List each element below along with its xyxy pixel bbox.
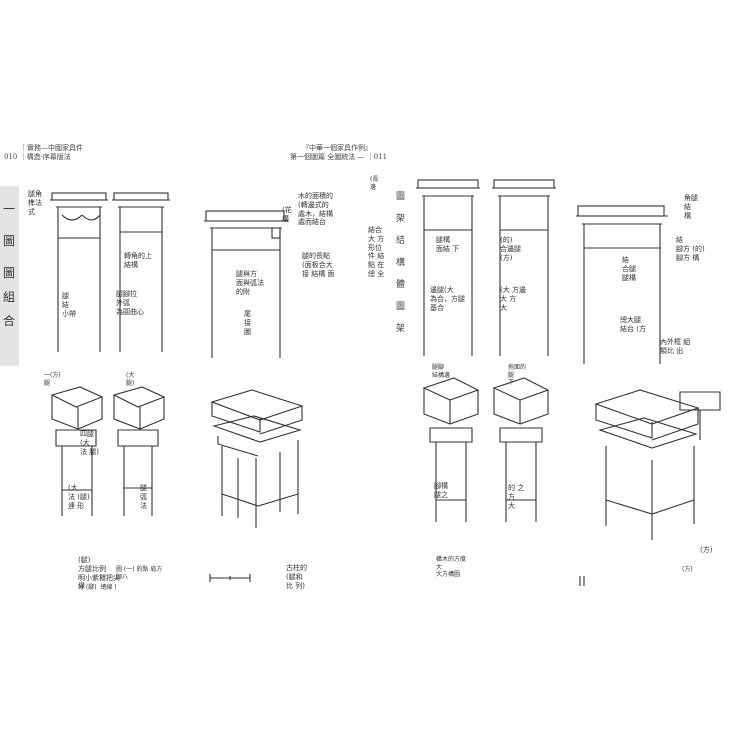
- note: 內外框 組 類比 出: [660, 338, 691, 355]
- left-bottom-table-perspective: [210, 389, 304, 528]
- note: 四腿 (大 法 腿): [80, 430, 99, 456]
- column-char: 架: [396, 324, 406, 334]
- left-bottom-detail-2: [112, 386, 166, 516]
- note: 腳構 腿之: [434, 482, 448, 499]
- left-top-table-2: [112, 192, 170, 352]
- note: 總大腿 結台 (方: [620, 316, 646, 333]
- note: 圖 (一) 的點 肩方 腳八: [116, 566, 163, 581]
- sidebar-label: 合: [3, 314, 16, 328]
- right-character-column: 圖 架 結 構 體 圖 架: [396, 186, 410, 340]
- sidebar-label: 圖: [3, 266, 16, 280]
- note: 邊腿(大 為合，方腿 基合: [430, 286, 465, 312]
- running-head-right-1: 『中華一個家具作例』: [302, 144, 372, 152]
- right-top-table-1: [416, 179, 480, 356]
- note: 尾 接 圖: [244, 310, 251, 336]
- note: (方): [700, 546, 713, 554]
- column-char: 圖: [396, 192, 406, 202]
- column-char: 體: [396, 280, 406, 290]
- note: 的 之 方 大: [508, 484, 525, 510]
- sidebar-label: 圖: [3, 234, 16, 248]
- note: 腿構 面結 下: [436, 236, 460, 253]
- note: 腿腳拉 外弧 為圓曲心: [116, 290, 144, 316]
- note: (長 邊: [370, 176, 379, 191]
- column-char: 圖: [396, 302, 406, 312]
- note: 腿腳 結構邊: [432, 364, 451, 379]
- sidebar-label: 組: [3, 290, 16, 304]
- note: (花 構: [282, 206, 292, 223]
- note: 一(方) 腿: [44, 372, 61, 387]
- right-bottom-detail-1: [422, 377, 480, 522]
- note: 腿與方 面與弧法 的附: [236, 270, 264, 296]
- column-char: 架: [396, 214, 406, 224]
- left-top-table-1: [50, 192, 108, 352]
- note: 古柱的 (腿和 比 列): [286, 564, 307, 590]
- note: (大 腿): [126, 372, 135, 387]
- right-bottom-table-perspective: [594, 389, 721, 540]
- sidebar-label: 一: [3, 202, 16, 216]
- right-small-detail: [579, 576, 585, 586]
- note: (大 法 (腿) 連 形: [68, 484, 90, 510]
- note: 橫木的方度 大 大方構圖: [436, 556, 467, 578]
- running-head-left-1: ｜實務—中國家具件: [20, 144, 83, 152]
- left-bottom-detail-1: [50, 386, 104, 516]
- chapter-sidebar: 一 圖 圖 組 合: [0, 186, 19, 366]
- note: 結合 大 方 形位 件 結 點 在 總 全: [368, 226, 385, 278]
- running-head-left-2: 010 ｜構造·序幕版法: [4, 153, 71, 161]
- right-top-table-2: [492, 179, 556, 356]
- note: 結 合腿 腿構: [622, 256, 636, 282]
- note: (方): [682, 566, 693, 573]
- note: 腿 弧 法: [140, 484, 147, 510]
- note: 腿 結 小帶: [62, 292, 76, 318]
- note: (的) 合邊腿 (方): [500, 236, 521, 262]
- right-top-table-3: [576, 205, 668, 364]
- column-char: 構: [396, 258, 406, 268]
- note: 角腿 結 構: [684, 194, 698, 220]
- left-top-table-3: [204, 210, 288, 358]
- column-char: 結: [396, 236, 406, 246]
- note: 轉角的上 結構: [124, 252, 152, 269]
- note: 結 腳方 (的) 腳方 構: [676, 236, 705, 262]
- note: (大 方邊 大 方 大: [500, 286, 526, 312]
- running-head-right-2: 第一個圖篇 全圖統法 — ｜011: [290, 153, 388, 161]
- note: 分 (腳) 總線 ): [78, 584, 117, 591]
- left-scale-bar: [209, 574, 251, 582]
- note: 木的面積的 (轉邊式的 處木，結構 處而結台: [298, 192, 333, 227]
- right-bottom-detail-2: [492, 377, 550, 522]
- note: 腿的長點 (面板合大 接 結構 面: [302, 252, 335, 278]
- note: (腿) 方腿比例 明小紫櫃把尖 緣: [78, 556, 120, 591]
- note: 腿角 榫法 式: [28, 190, 42, 216]
- note: 拖面的 腿 下: [508, 364, 527, 386]
